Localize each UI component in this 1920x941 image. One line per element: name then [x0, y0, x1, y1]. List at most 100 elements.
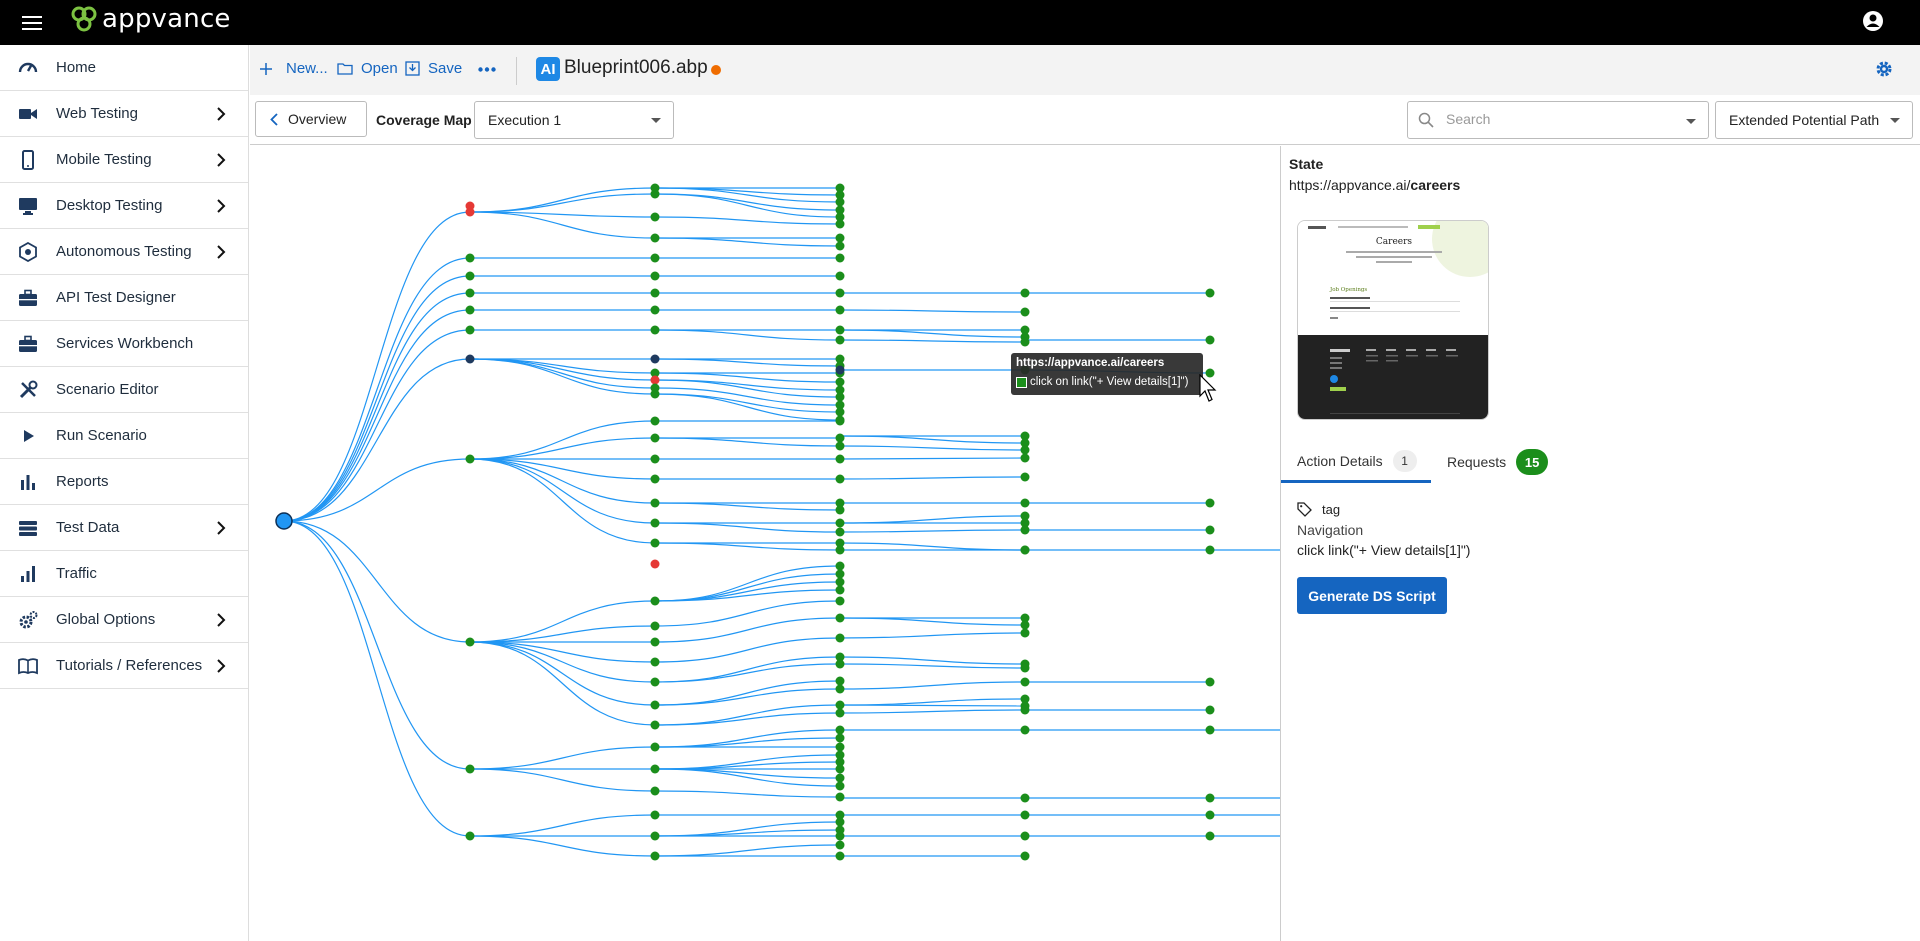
- graph-node[interactable]: [835, 385, 845, 395]
- graph-node[interactable]: [835, 817, 845, 827]
- graph-root-node[interactable]: [275, 512, 293, 530]
- graph-node[interactable]: [835, 305, 845, 315]
- graph-node[interactable]: [650, 233, 660, 243]
- graph-node[interactable]: [835, 773, 845, 783]
- graph-node[interactable]: [1020, 545, 1030, 555]
- graph-node[interactable]: [1020, 518, 1030, 528]
- graph-node[interactable]: [1205, 705, 1215, 715]
- graph-node[interactable]: [835, 810, 845, 820]
- graph-node[interactable]: [835, 613, 845, 623]
- user-account-icon[interactable]: [1862, 10, 1884, 32]
- graph-node[interactable]: [1020, 677, 1030, 687]
- graph-node[interactable]: [465, 764, 475, 774]
- more-options-button[interactable]: [478, 67, 504, 72]
- graph-node[interactable]: [835, 407, 845, 417]
- graph-node[interactable]: [1020, 793, 1030, 803]
- graph-node[interactable]: [835, 676, 845, 686]
- sidebar-item-api-test-designer[interactable]: API Test Designer: [0, 275, 248, 321]
- graph-node-selected[interactable]: [465, 354, 475, 364]
- graph-node[interactable]: [835, 733, 845, 743]
- graph-node[interactable]: [835, 538, 845, 548]
- graph-node[interactable]: [465, 454, 475, 464]
- graph-node-error[interactable]: [650, 559, 660, 569]
- graph-node[interactable]: [835, 454, 845, 464]
- graph-node-error[interactable]: [650, 375, 660, 385]
- graph-node[interactable]: [650, 851, 660, 861]
- graph-node[interactable]: [835, 241, 845, 251]
- graph-node[interactable]: [835, 708, 845, 718]
- execution-select[interactable]: Execution 1: [474, 101, 674, 139]
- graph-node[interactable]: [835, 377, 845, 387]
- graph-node[interactable]: [1020, 498, 1030, 508]
- sidebar-item-run-scenario[interactable]: Run Scenario: [0, 413, 248, 459]
- graph-node[interactable]: [835, 325, 845, 335]
- graph-node[interactable]: [835, 288, 845, 298]
- graph-node[interactable]: [835, 764, 845, 774]
- graph-node[interactable]: [835, 577, 845, 587]
- graph-node[interactable]: [1020, 694, 1030, 704]
- graph-node[interactable]: [835, 433, 845, 443]
- coverage-tree-svg[interactable]: [250, 146, 1280, 941]
- graph-node[interactable]: [650, 325, 660, 335]
- graph-node[interactable]: [1020, 288, 1030, 298]
- graph-node[interactable]: [835, 183, 845, 193]
- graph-node[interactable]: [835, 335, 845, 345]
- graph-node-error[interactable]: [465, 201, 475, 211]
- graph-node[interactable]: [835, 792, 845, 802]
- graph-node[interactable]: [465, 305, 475, 315]
- graph-node[interactable]: [650, 786, 660, 796]
- graph-node[interactable]: [835, 700, 845, 710]
- graph-node[interactable]: [465, 325, 475, 335]
- graph-node[interactable]: [835, 569, 845, 579]
- graph-node-selected[interactable]: [835, 365, 845, 375]
- graph-node[interactable]: [650, 416, 660, 426]
- graph-node[interactable]: [835, 400, 845, 410]
- graph-node[interactable]: [1205, 545, 1215, 555]
- graph-node[interactable]: [650, 831, 660, 841]
- graph-node[interactable]: [835, 585, 845, 595]
- graph-node[interactable]: [835, 561, 845, 571]
- sidebar-item-tutorials-references[interactable]: Tutorials / References: [0, 643, 248, 689]
- graph-node[interactable]: [650, 742, 660, 752]
- graph-node[interactable]: [1020, 337, 1030, 347]
- graph-node[interactable]: [1205, 288, 1215, 298]
- graph-node[interactable]: [835, 684, 845, 694]
- graph-node[interactable]: [835, 197, 845, 207]
- graph-node[interactable]: [835, 498, 845, 508]
- graph-node[interactable]: [650, 433, 660, 443]
- graph-node[interactable]: [1020, 810, 1030, 820]
- settings-gear-icon[interactable]: [1874, 59, 1894, 79]
- save-button[interactable]: Save: [405, 60, 462, 77]
- generate-ds-script-button[interactable]: Generate DS Script: [1297, 577, 1447, 614]
- graph-node[interactable]: [835, 416, 845, 426]
- graph-node[interactable]: [1205, 677, 1215, 687]
- graph-node[interactable]: [1205, 810, 1215, 820]
- overview-button[interactable]: Overview: [255, 101, 367, 137]
- graph-node[interactable]: [835, 271, 845, 281]
- sidebar-item-traffic[interactable]: Traffic: [0, 551, 248, 597]
- page-screenshot-thumbnail[interactable]: Careers Job Openings: [1297, 220, 1489, 420]
- graph-node[interactable]: [650, 271, 660, 281]
- graph-node[interactable]: [1020, 620, 1030, 630]
- graph-node[interactable]: [650, 189, 660, 199]
- coverage-map-graph[interactable]: [250, 146, 1280, 941]
- graph-node[interactable]: [465, 288, 475, 298]
- graph-node[interactable]: [650, 637, 660, 647]
- graph-node[interactable]: [835, 725, 845, 735]
- sidebar-item-home[interactable]: Home: [0, 45, 248, 91]
- graph-node[interactable]: [1020, 663, 1030, 673]
- graph-node[interactable]: [1205, 525, 1215, 535]
- graph-node[interactable]: [835, 527, 845, 537]
- graph-node[interactable]: [835, 851, 845, 861]
- sidebar-item-test-data[interactable]: Test Data: [0, 505, 248, 551]
- graph-node[interactable]: [650, 700, 660, 710]
- graph-node[interactable]: [1020, 628, 1030, 638]
- graph-node[interactable]: [835, 354, 845, 364]
- graph-node-selected[interactable]: [650, 354, 660, 364]
- graph-node[interactable]: [465, 637, 475, 647]
- sidebar-item-web-testing[interactable]: Web Testing: [0, 91, 248, 137]
- graph-node[interactable]: [835, 233, 845, 243]
- sidebar-item-reports[interactable]: Reports: [0, 459, 248, 505]
- graph-node[interactable]: [835, 212, 845, 222]
- graph-node[interactable]: [1020, 851, 1030, 861]
